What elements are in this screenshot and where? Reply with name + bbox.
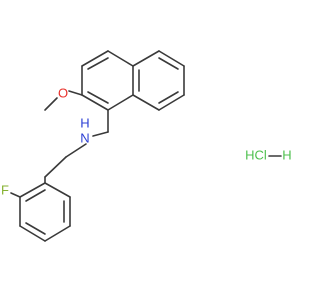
bond [81,50,109,67]
bond [44,225,71,242]
naphthalene-right-ring [132,50,185,111]
fluorophenyl-ring [10,182,71,242]
bond-double-inner [87,57,109,70]
hydrogen-label: H [282,147,291,162]
bond [107,50,134,67]
fluorine-atom-label: F [1,182,9,197]
bond [81,94,109,111]
bond-c-o [68,90,83,96]
methoxy-group [44,90,83,111]
nitrogen-atom-label: N [80,130,89,145]
bond [158,50,185,67]
bond-c-n [92,131,109,137]
bond [132,50,160,67]
bond [107,94,134,111]
naphthalene-left-ring [81,50,134,111]
bond-double-inner [25,222,46,235]
oxygen-atom-label: O [58,85,68,100]
bond [44,156,67,178]
ethyl-chain [44,143,87,184]
bond-n-c [65,143,87,158]
bond-c-f [10,192,21,198]
aminomethyl-linker [92,109,109,137]
bond-double-inner [25,189,46,202]
bond [132,94,160,111]
bond-double-inner [158,57,179,70]
chloride-label: HCl [245,147,267,162]
structure-canvas: O H N F HCl H [1,50,292,242]
bond-double-inner [158,91,179,104]
bond [19,182,46,198]
bond-o-ch3 [44,97,58,111]
bond [158,94,185,111]
bond [19,225,46,242]
molecule-diagram: O H N F HCl H [1,50,292,242]
nitrogen-hydrogen-label: H [80,115,89,130]
bond [44,182,71,198]
bond-double-inner [87,91,109,104]
